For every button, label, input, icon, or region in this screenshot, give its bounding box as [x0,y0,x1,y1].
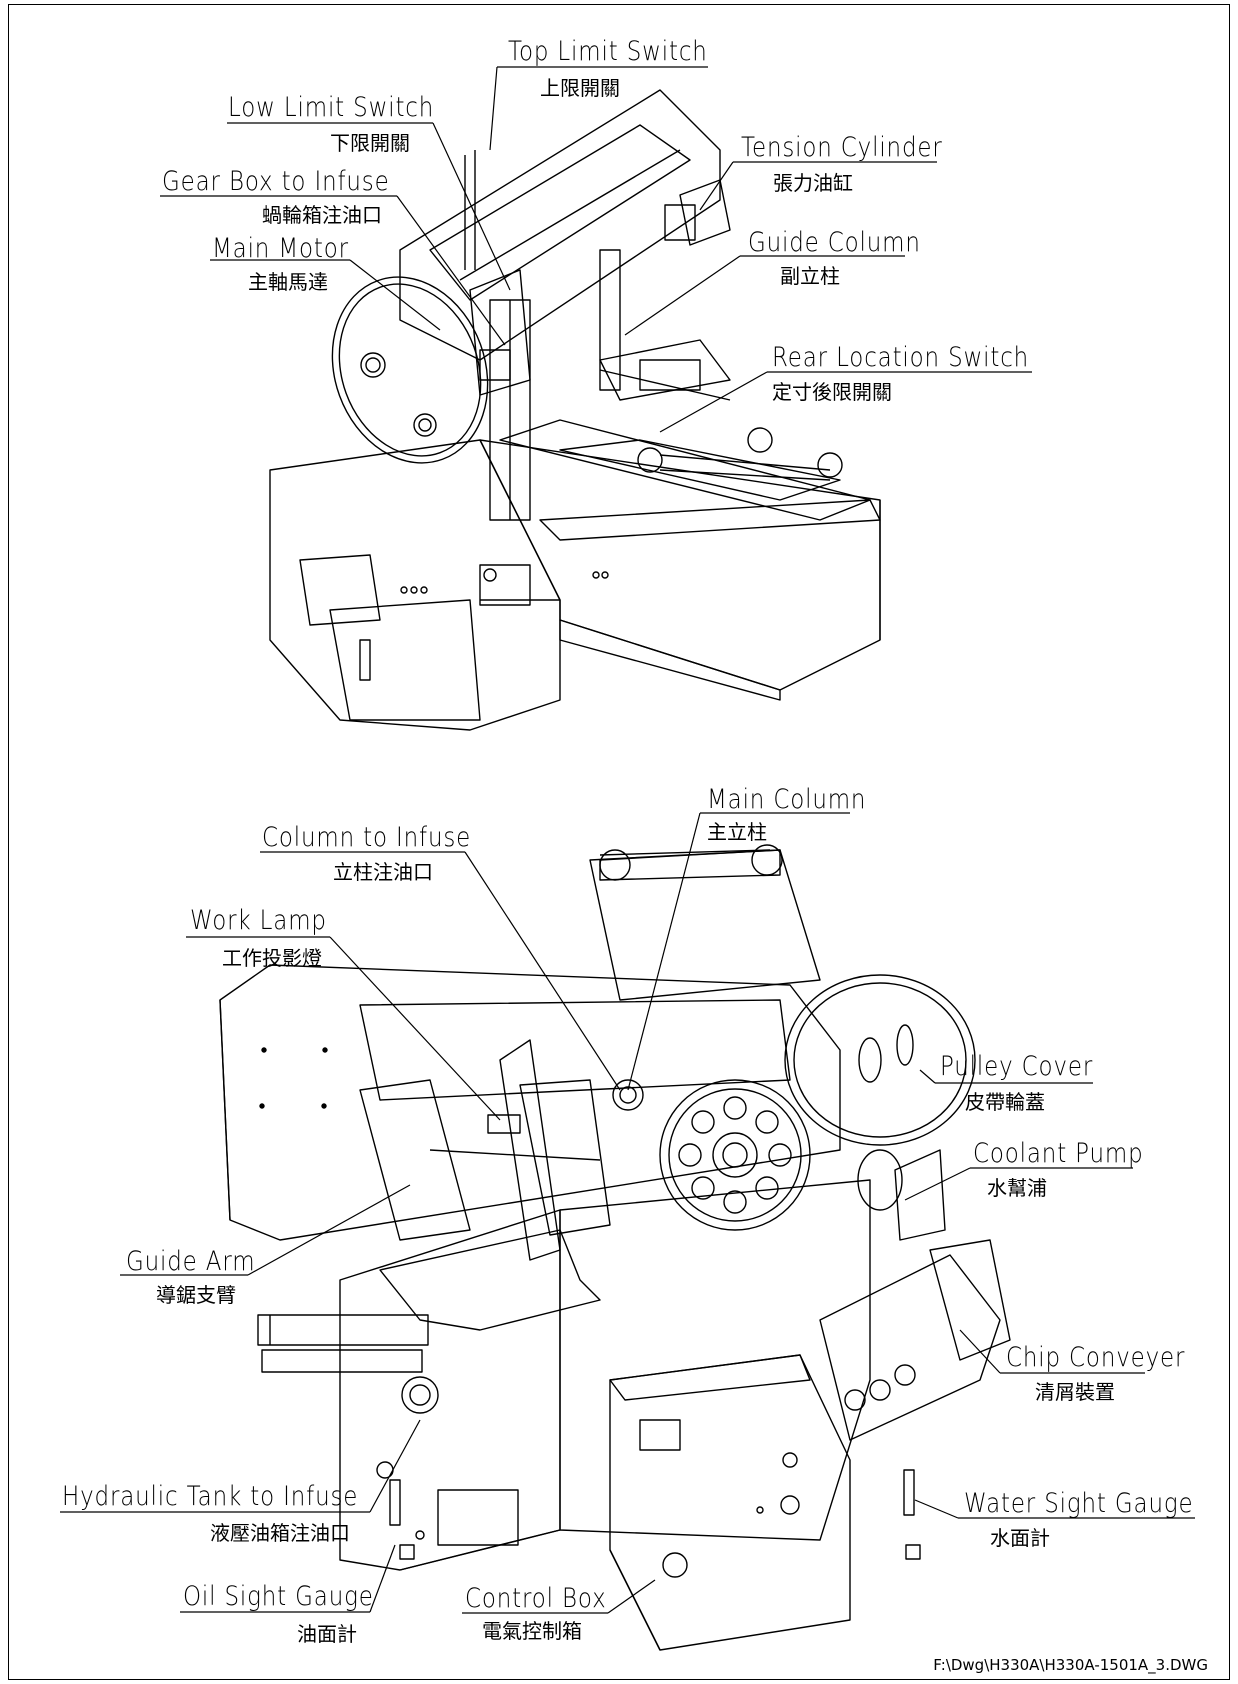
water-sight-gauge-label: Water Sight Gauge [964,1488,1194,1519]
pulley-cover-label: Pulley Cover [940,1051,1094,1082]
chip-conveyer-label: Chip Conveyer [1006,1342,1186,1373]
guide-arm-label: Guide Arm [126,1246,256,1277]
rear-location-switch-label-zh: 定寸後限開關 [772,380,892,404]
pulley-cover-label-zh: 皮帶輪蓋 [965,1090,1045,1114]
work-lamp-label: Work Lamp [190,905,327,936]
low-limit-switch-label: Low Limit Switch [228,92,435,123]
top-limit-switch-label-zh: 上限開關 [540,76,620,100]
tension-cylinder-label: Tension Cylinder [741,132,943,163]
drawing-frame [8,4,1230,1680]
gear-box-infuse-label: Gear Box to Infuse [162,166,390,197]
hydraulic-tank-label: Hydraulic Tank to Infuse [62,1481,359,1512]
oil-sight-gauge-label: Oil Sight Gauge [183,1581,374,1612]
column-infuse-label-zh: 立柱注油口 [333,860,433,884]
main-column-label-zh: 主立柱 [707,820,767,844]
guide-arm-label-zh: 導鋸支臂 [156,1283,236,1307]
rear-location-switch-label: Rear Location Switch [772,342,1030,373]
main-motor-label-zh: 主軸馬達 [248,270,328,294]
guide-column-label-zh: 副立柱 [780,264,840,288]
control-box-label: Control Box [465,1583,607,1614]
oil-sight-gauge-label-zh: 油面計 [297,1622,357,1646]
leader-lines [60,66,1195,1614]
drawing-file-path: F:\Dwg\H330A\H330A-1501A_3.DWG [933,1656,1208,1674]
work-lamp-label-zh: 工作投影燈 [222,946,322,970]
upper-machine-view [269,89,881,731]
chip-conveyer-label-zh: 清屑裝置 [1035,1380,1115,1404]
main-motor-label: Main Motor [212,233,349,264]
low-limit-switch-label-zh: 下限開關 [330,131,410,155]
coolant-pump-label-zh: 水幫浦 [987,1176,1047,1200]
water-sight-gauge-label-zh: 水面計 [990,1526,1050,1550]
main-column-label: Main Column [707,784,867,815]
column-infuse-label: Column to Infuse [262,822,472,853]
control-box-label-zh: 電氣控制箱 [482,1619,582,1643]
top-limit-switch-label: Top Limit Switch [508,36,708,67]
gear-box-infuse-label-zh: 蝸輪箱注油口 [262,203,382,227]
lower-machine-view [219,844,1011,1651]
coolant-pump-label: Coolant Pump [973,1138,1144,1169]
hydraulic-tank-label-zh: 液壓油箱注油口 [210,1521,350,1545]
guide-column-label: Guide Column [748,227,921,258]
tension-cylinder-label-zh: 張力油缸 [773,171,853,195]
